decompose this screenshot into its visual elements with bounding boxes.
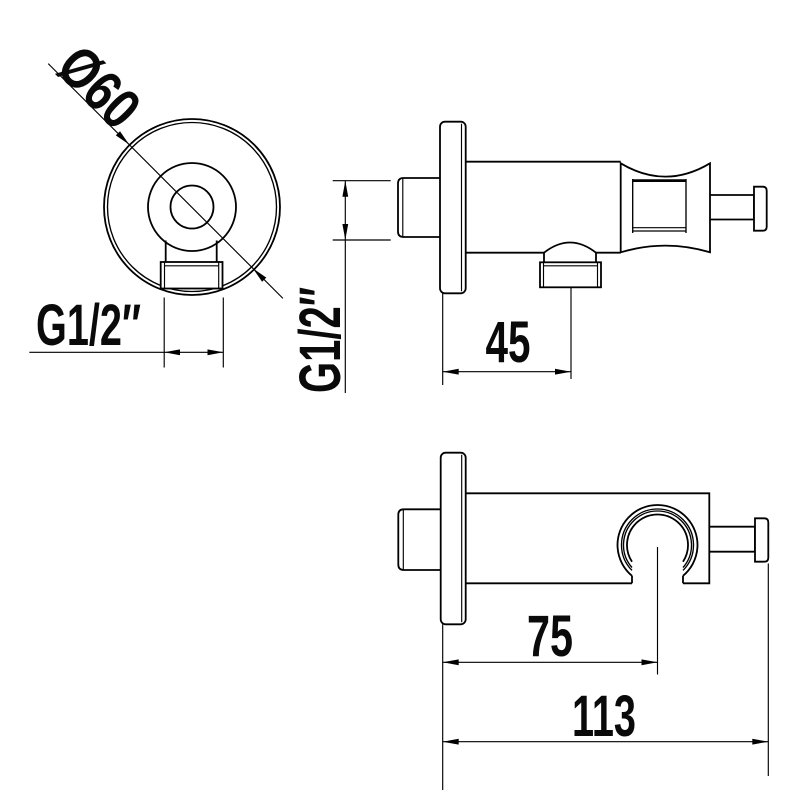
top-inlet-stub — [397, 508, 442, 571]
dim113-arrow-left — [442, 738, 459, 745]
dim75-arrow-right — [641, 659, 658, 666]
boss-circle — [147, 162, 237, 252]
dim113-label: 113 — [572, 684, 636, 749]
top-body-outline — [465, 492, 711, 585]
side-pin-cap — [753, 185, 768, 232]
side-wall-plate — [439, 120, 467, 295]
side-thread-label: G1/2″ — [288, 287, 353, 393]
diameter-label: Ø60 — [45, 33, 153, 141]
front-view: G1/2″ Ø60 — [29, 33, 284, 368]
holder-body — [619, 161, 711, 254]
holder-bottom-bands — [632, 227, 686, 232]
side-view: G1/2″ 45 — [288, 120, 768, 393]
side-thread-dim-extensions — [332, 180, 391, 241]
diameter-dim-line — [47, 63, 284, 299]
holder-cup-ring-arc-2 — [622, 510, 693, 568]
front-thread-label: G1/2″ — [36, 293, 141, 358]
flange-inner-ring — [106, 121, 278, 293]
dim75-arrow-left — [442, 659, 459, 666]
side-inlet-stub — [397, 177, 442, 238]
holder-inner-edges — [632, 179, 687, 233]
side-thread-arrow-down — [342, 224, 349, 240]
outlet-nut-chamfers — [163, 262, 220, 289]
outlet-neck — [164, 240, 218, 262]
side-pin — [710, 194, 755, 221]
dim45-arrow-right — [555, 368, 571, 375]
dim113-arrow-right — [752, 738, 769, 745]
side-outlet-dome — [543, 241, 597, 254]
thread-bore-circle — [169, 184, 215, 230]
diameter-dim-arrow-lower — [252, 268, 267, 282]
thread-dim-arrow-left — [164, 349, 180, 356]
holder-cup-inner-arc — [626, 513, 689, 563]
top-wall-plate — [439, 451, 467, 626]
holder-slot-edges — [631, 575, 684, 584]
holder-cup-outer-arc — [616, 504, 699, 577]
dim45-label: 45 — [486, 310, 531, 375]
outlet-nut — [159, 261, 224, 290]
thread-dim-extension-lines — [163, 297, 224, 368]
diameter-dim-arrow-upper — [115, 131, 130, 145]
side-thread-arrow-up — [342, 180, 349, 197]
top-view: 75 113 — [397, 451, 770, 790]
side-outlet-nut-chamfers — [542, 262, 599, 288]
top-pin-cap — [754, 517, 770, 563]
dim45-arrow-left — [442, 368, 459, 375]
top-pin — [709, 525, 756, 553]
thread-dim-arrow-right — [207, 349, 224, 356]
holder-cup-ring-arc-1 — [620, 508, 695, 571]
side-outlet-nut — [539, 261, 602, 289]
side-outlet-dome-sides — [543, 252, 597, 263]
dim75-label: 75 — [527, 604, 573, 669]
flange-outer-circle — [103, 118, 281, 296]
